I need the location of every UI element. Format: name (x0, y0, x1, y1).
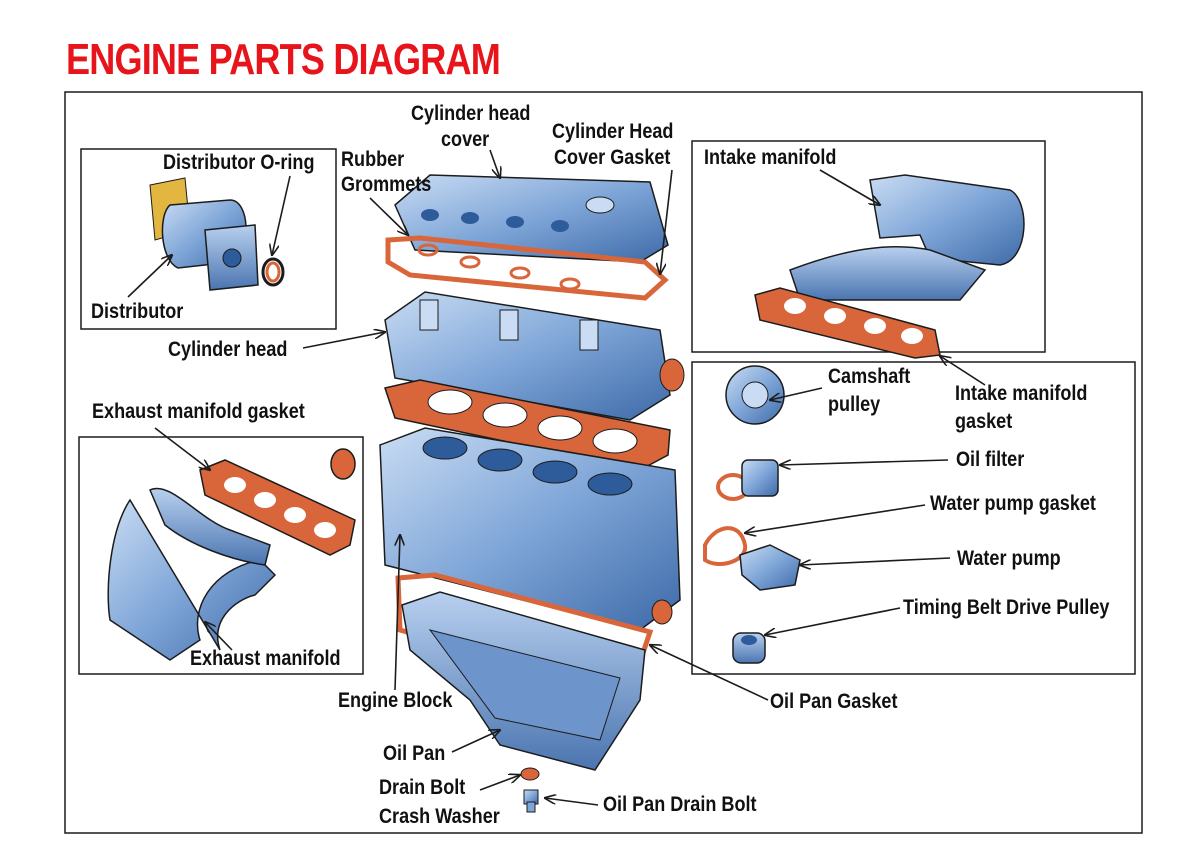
label-drain-bolt-crash-washer-2: Crash Washer (379, 805, 500, 828)
arrow-rubber-grommets (369, 197, 408, 235)
arrow-oil-pan-gasket (650, 645, 769, 701)
label-exhaust-manifold-gasket: Exhaust manifold gasket (92, 400, 305, 423)
oil-filter-part (716, 459, 779, 501)
timing-belt-drive-pulley-part (732, 632, 766, 664)
label-cylinder-head-cover-1: Cylinder head (411, 102, 531, 125)
exhaust-manifold-part (107, 487, 277, 661)
exhaust-box (78, 436, 364, 675)
label-rubber-grommets-1: Rubber (341, 148, 405, 171)
label-exhaust-manifold: Exhaust manifold (190, 647, 341, 670)
rubber-grommets (417, 243, 581, 291)
arrow-cylinder-head (302, 332, 385, 349)
label-oil-filter: Oil filter (956, 448, 1025, 471)
arrow-cylinder-head-cover (489, 149, 500, 178)
label-camshaft-pulley-1: Camshaft (828, 365, 911, 388)
arrow-oil-pan (451, 730, 500, 753)
arrow-exhaust-manifold (205, 622, 233, 651)
exhaust-seal-part (330, 448, 356, 480)
page-title: ENGINE PARTS DIAGRAM (66, 35, 501, 84)
label-timing-belt-drive-pulley: Timing Belt Drive Pulley (903, 596, 1110, 619)
intake-box (691, 140, 1046, 353)
label-oil-pan-drain-bolt: Oil Pan Drain Bolt (603, 793, 757, 816)
arrow-engine-block (394, 535, 400, 691)
label-cylinder-head-cover-gasket-2: Cover Gasket (554, 146, 671, 169)
drain-bolt-crash-washer-part (520, 767, 540, 781)
water-pump-gasket-part (703, 526, 748, 566)
label-rubber-grommets-2: Grommets (341, 173, 432, 196)
arrow-drain-bolt-crash-washer (479, 775, 520, 791)
distributor-box (80, 148, 337, 330)
distributor-oring (261, 257, 285, 287)
oil-pan-part (401, 591, 646, 771)
exhaust-manifold-gasket-part (199, 459, 356, 556)
cylinder-head-cover-gasket (385, 235, 669, 301)
arrow-exhaust-manifold-gasket (154, 427, 210, 470)
label-intake-manifold-gasket-2: gasket (955, 410, 1013, 433)
arrow-intake-manifold-gasket (940, 356, 986, 386)
oil-pan-drain-bolt-part (523, 789, 539, 813)
label-camshaft-pulley-2: pulley (828, 393, 881, 416)
label-intake-manifold: Intake manifold (704, 146, 837, 169)
label-cylinder-head-cover-gasket-1: Cylinder Head (552, 120, 674, 143)
label-distributor: Distributor (91, 300, 184, 323)
label-drain-bolt-crash-washer-1: Drain Bolt (379, 776, 466, 799)
arrow-intake-manifold (819, 169, 880, 205)
camshaft-pulley-part (725, 365, 785, 425)
head-gasket-part (384, 379, 671, 471)
arrow-cylinder-head-cover-gasket (660, 169, 673, 274)
label-distributor-oring: Distributor O-ring (163, 151, 315, 174)
main-frame (64, 91, 1143, 834)
accessories-box (691, 361, 1136, 675)
label-oil-pan: Oil Pan (383, 742, 446, 765)
label-water-pump-gasket: Water pump gasket (930, 492, 1096, 515)
arrow-water-pump-gasket (745, 504, 926, 533)
arrow-oil-pan-drain-bolt (545, 798, 599, 806)
label-intake-manifold-gasket-1: Intake manifold (955, 382, 1088, 405)
leader-arrows (127, 149, 986, 806)
distributor-part (149, 177, 259, 291)
arrow-water-pump (800, 557, 951, 565)
label-cylinder-head-cover-2: cover (441, 128, 490, 151)
water-pump-part (739, 544, 801, 591)
label-engine-block: Engine Block (338, 689, 453, 712)
arrow-camshaft-pulley (770, 387, 823, 400)
label-water-pump: Water pump (957, 547, 1061, 570)
label-oil-pan-gasket: Oil Pan Gasket (770, 690, 898, 713)
label-cylinder-head: Cylinder head (168, 338, 288, 361)
arrow-distributor-oring (272, 175, 291, 255)
arrow-oil-filter (780, 459, 949, 465)
arrow-timing-belt-drive-pulley (765, 607, 901, 635)
intake-manifold-part (789, 174, 1025, 301)
arrow-distributor (127, 255, 172, 298)
